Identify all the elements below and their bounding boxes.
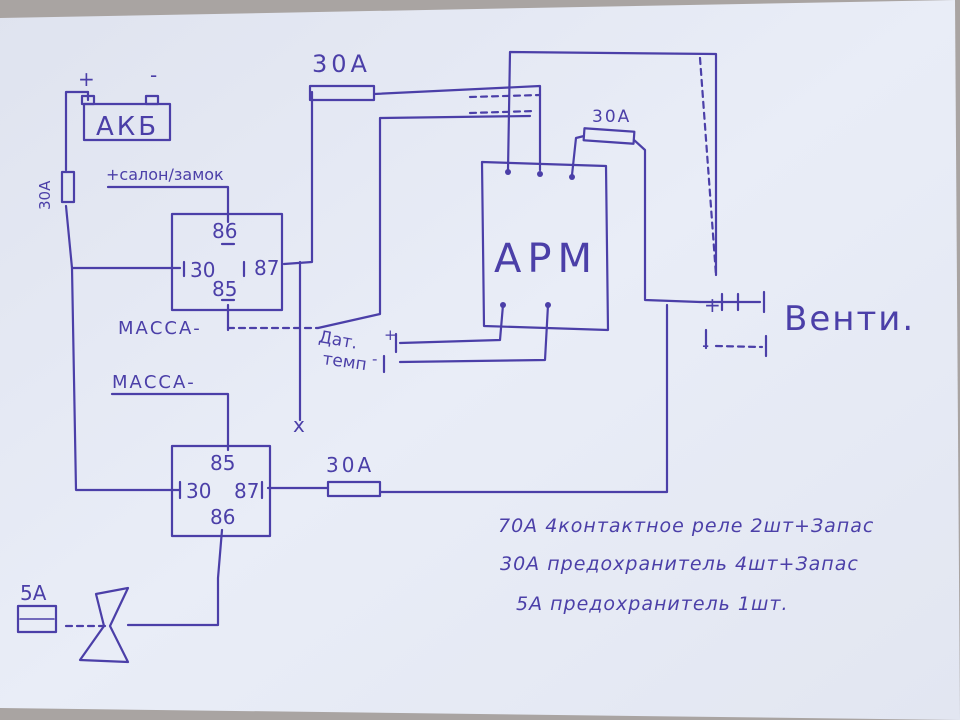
ground-label-1: МАССА- [118, 318, 202, 339]
relay1-pin87: 87 [254, 256, 279, 280]
fan-label: Венти. [784, 299, 915, 339]
battery: АКБ + - [78, 63, 172, 142]
note-3: 5А предохранитель 1шт. [516, 593, 789, 615]
relay-2: 85 30 87 86 [170, 444, 272, 538]
battery-fuse: 30А [36, 170, 76, 210]
ground-label-2: МАССА- [112, 372, 196, 393]
arm-unit: АРМ [480, 160, 610, 332]
relay1-pin86: 86 [212, 219, 237, 243]
top-fuse-label: 30А [312, 50, 371, 78]
relay1-pin85: 85 [212, 277, 237, 301]
switch-connector [78, 586, 130, 664]
fan-plus: + [704, 293, 721, 317]
battery-minus: - [150, 63, 157, 87]
wires [64, 50, 764, 627]
top-fuse: 30А [308, 50, 376, 102]
relay2-pin86: 86 [210, 505, 235, 529]
notes: 70А 4контактное реле 2шт+Запас 30А предо… [498, 515, 874, 615]
fan-minus: - [702, 333, 709, 357]
relay-1: 86 30 87 85 [170, 212, 284, 312]
battery-plus: + [78, 67, 95, 91]
sensor-plus: + [384, 326, 397, 344]
x-mark: x [293, 413, 305, 437]
salon-lock-label: +салон/замок [106, 165, 224, 184]
small-fuse-label: 5А [20, 581, 47, 605]
relay2-pin30: 30 [186, 479, 211, 503]
fan: + - Венти. [698, 290, 915, 358]
small-fuse: 5А [16, 581, 58, 634]
note-2: 30А предохранитель 4шт+Запас [500, 553, 859, 575]
relay1-pin30: 30 [190, 258, 215, 282]
relay2-pin85: 85 [210, 451, 235, 475]
arm-fuse-label: 30А [592, 107, 631, 127]
battery-fuse-label: 30А [36, 180, 54, 210]
lower-fuse-label: 30А [326, 453, 374, 477]
arm-fuse: 30А [582, 107, 636, 145]
lower-fuse: 30А [326, 453, 382, 498]
relay2-pin87: 87 [234, 479, 259, 503]
battery-label: АКБ [96, 112, 159, 142]
note-1: 70А 4контактное реле 2шт+Запас [498, 515, 874, 537]
sensor-minus: - [372, 350, 377, 368]
arm-label: АРМ [494, 236, 598, 282]
